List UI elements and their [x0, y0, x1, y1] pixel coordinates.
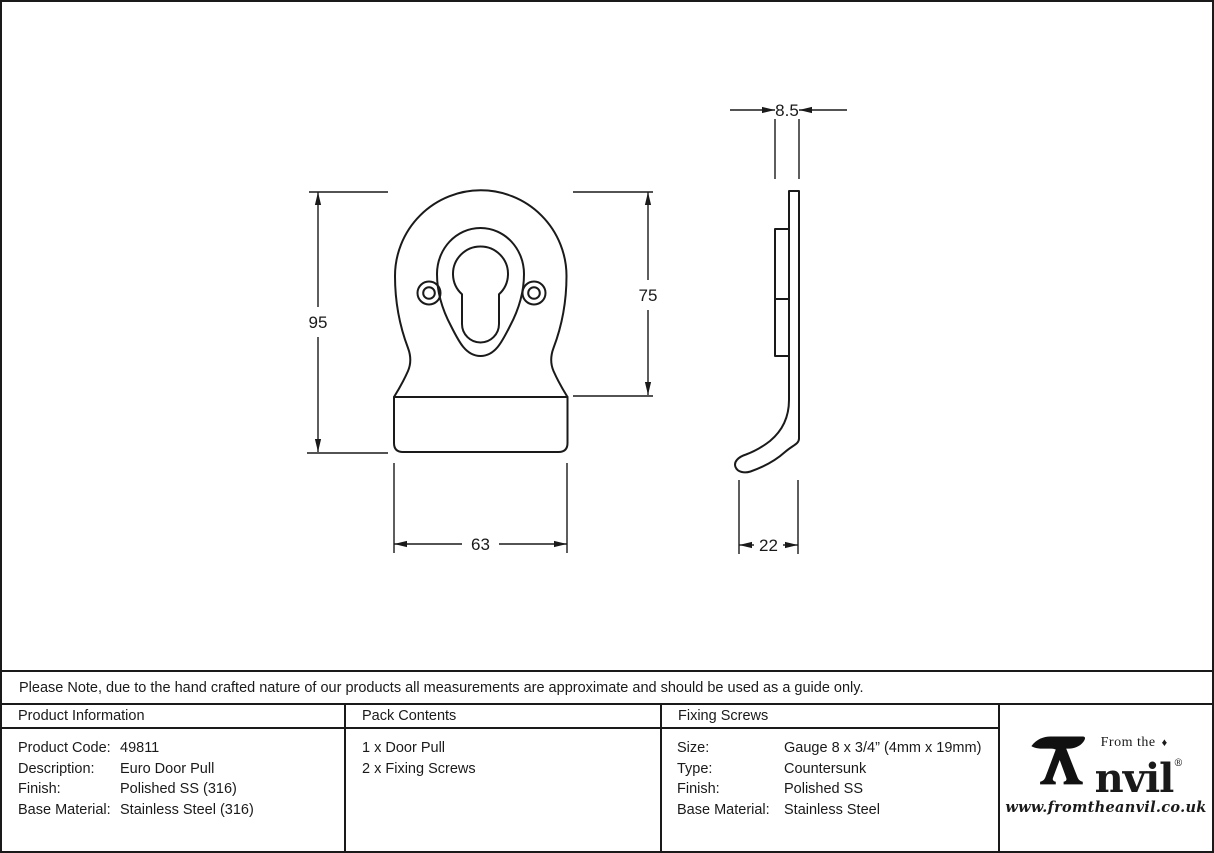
screw-size-label: Size: — [677, 740, 710, 756]
side-view-profile — [734, 190, 800, 474]
finish-label: Finish: — [18, 781, 61, 797]
finish-row: Finish: Polished SS (316) — [18, 779, 338, 800]
screw-base-material-label: Base Material: — [677, 801, 770, 818]
screw-hole-left-outer — [416, 280, 442, 306]
front-view-escutcheon — [436, 227, 525, 357]
logo-prefix: From the — [1100, 734, 1156, 750]
screw-type-label: Type: — [677, 760, 713, 777]
screw-base-material-row: Base Material: Stainless Steel — [677, 800, 992, 821]
screw-finish-label: Finish: — [677, 781, 720, 797]
screw-hole-right-inner — [527, 286, 541, 300]
product-information-header: Product Information — [2, 705, 344, 729]
description-value: Euro Door Pull — [120, 760, 215, 777]
diamond-icon: ♦ — [1161, 736, 1168, 749]
dim-label-8-5: 8.5 — [775, 101, 799, 120]
dim-label-22: 22 — [759, 536, 778, 555]
base-material-row: Base Material: Stainless Steel (316) — [18, 800, 338, 821]
screw-finish-row: Finish: Polished SS — [677, 779, 992, 800]
info-table: Product Information Product Code: 49811 … — [2, 705, 1212, 851]
pack-item-fixing-screws: 2 x Fixing Screws — [362, 760, 476, 777]
product-code-row: Product Code: 49811 — [18, 738, 338, 759]
front-view-euro-keyhole — [452, 245, 509, 344]
product-code-label: Product Code: — [18, 740, 111, 756]
pack-item-door-pull: 1 x Door Pull — [362, 740, 446, 756]
brand-logo-cell: From the ♦ nvil® www.fromtheanvil.co.uk — [1000, 705, 1212, 851]
dim-label-95: 95 — [309, 313, 328, 332]
from-the-anvil-logo: From the ♦ nvil® www.fromtheanvil.co.uk — [1005, 733, 1206, 816]
measurement-note-text: Please Note, due to the hand crafted nat… — [19, 679, 864, 696]
screw-type-value: Countersunk — [784, 760, 867, 777]
measurement-note: Please Note, due to the hand crafted nat… — [2, 670, 1212, 705]
side-view-dimensions — [730, 106, 847, 554]
base-material-label: Base Material: — [18, 801, 111, 818]
screw-finish-value: Polished SS — [784, 781, 863, 797]
screw-size-row: Size: Gauge 8 x 3/4” (4mm x 19mm) — [677, 738, 992, 759]
pack-contents-header: Pack Contents — [346, 705, 660, 729]
product-code-value: 49811 — [120, 740, 160, 756]
logo-brand-suffix: nvil — [1094, 754, 1175, 802]
front-view-base — [393, 396, 569, 453]
fixing-screws-header: Fixing Screws — [662, 705, 998, 729]
front-view-dimensions — [307, 191, 653, 553]
pack-contents-cell: Pack Contents 1 x Door Pull 2 x Fixing S… — [346, 705, 662, 851]
dim-label-75: 75 — [639, 286, 658, 305]
registered-mark: ® — [1173, 757, 1184, 769]
base-material-value: Stainless Steel (316) — [120, 801, 254, 818]
anvil-icon — [1031, 735, 1085, 784]
dim-label-63: 63 — [471, 535, 490, 554]
screw-base-material-value: Stainless Steel — [784, 801, 880, 818]
finish-value: Polished SS (316) — [120, 781, 237, 797]
screw-hole-right-outer — [521, 280, 547, 306]
side-view — [734, 190, 800, 474]
fixing-screws-cell: Fixing Screws Size: Gauge 8 x 3/4” (4mm … — [662, 705, 1000, 851]
front-view — [393, 189, 569, 453]
screw-type-row: Type: Countersunk — [677, 759, 992, 780]
logo-website: www.fromtheanvil.co.uk — [1005, 798, 1207, 816]
product-information-cell: Product Information Product Code: 49811 … — [2, 705, 346, 851]
side-view-escutcheon — [774, 228, 790, 357]
description-row: Description: Euro Door Pull — [18, 759, 338, 780]
screw-hole-left-inner — [422, 286, 436, 300]
screw-size-value: Gauge 8 x 3/4” (4mm x 19mm) — [784, 740, 982, 756]
description-label: Description: — [18, 760, 95, 777]
technical-drawing: 95 75 63 8.5 22 — [307, 101, 847, 555]
front-view-body-outline — [393, 189, 569, 398]
